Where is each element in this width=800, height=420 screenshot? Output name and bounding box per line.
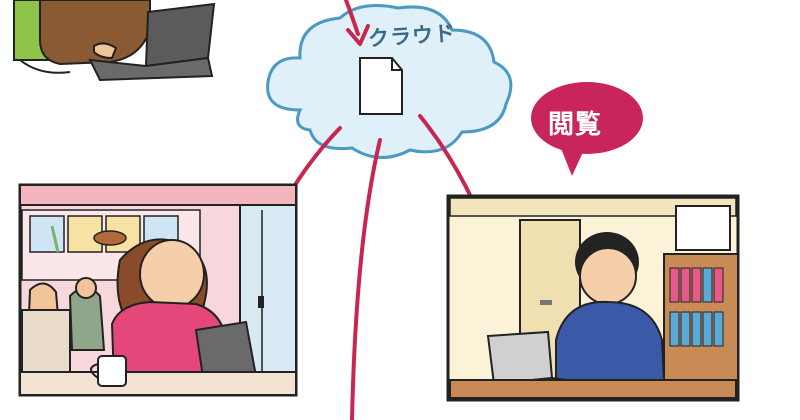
mug-icon <box>90 355 127 387</box>
home-panel <box>446 194 740 402</box>
sender-hand <box>93 42 118 60</box>
arrow-icon <box>350 138 382 420</box>
speech-bubble-label: 閲覧 <box>548 110 603 140</box>
sender-person <box>39 0 151 66</box>
document-icon <box>359 57 403 115</box>
sender-vignette <box>13 0 216 82</box>
upload-arrow-icon <box>344 0 370 46</box>
speech-bubble <box>531 82 643 176</box>
cafe-panel <box>18 183 298 397</box>
cloud-label: クラウド <box>367 20 457 52</box>
laptop-icon <box>88 2 216 82</box>
